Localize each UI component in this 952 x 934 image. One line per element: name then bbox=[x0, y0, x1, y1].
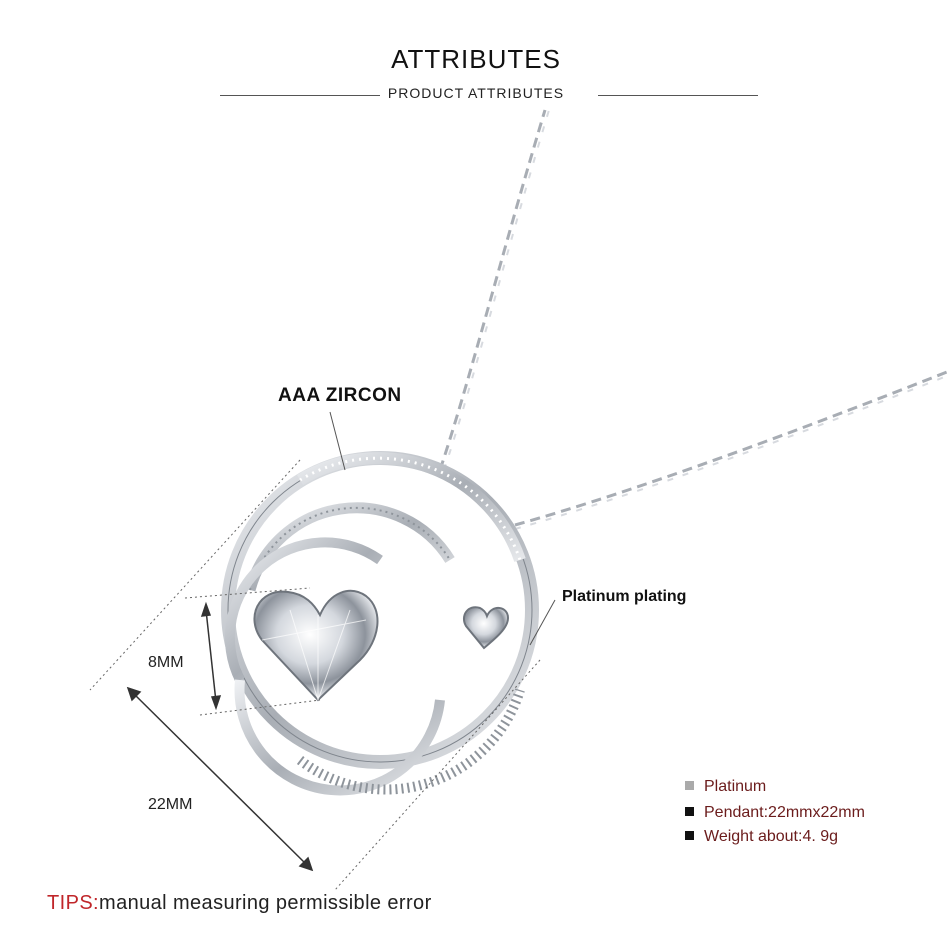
page-subtitle: PRODUCT ATTRIBUTES bbox=[387, 85, 565, 101]
pendant bbox=[221, 451, 539, 796]
plating-callout-line bbox=[529, 599, 556, 646]
bullet-square-icon bbox=[685, 781, 694, 790]
spec-item-material: Platinum bbox=[685, 778, 766, 798]
dim-8mm-arrow bbox=[200, 601, 222, 711]
spec-label: Weight about:4. 9g bbox=[704, 828, 839, 845]
tips-prefix: TIPS: bbox=[47, 892, 100, 914]
subtitle-row: PRODUCT ATTRIBUTES bbox=[0, 85, 952, 105]
chain-right bbox=[514, 368, 952, 530]
bullet-square-icon bbox=[685, 807, 694, 816]
bullet-square-icon bbox=[685, 831, 694, 840]
plating-callout-label: Platinum plating bbox=[562, 588, 687, 605]
dimension-8mm-label: 8MM bbox=[148, 654, 184, 671]
spec-item-pendant-size: Pendant:22mmx22mm bbox=[685, 804, 865, 824]
page-title: ATTRIBUTES bbox=[391, 44, 561, 74]
divider-right bbox=[598, 95, 758, 96]
dim-22mm-arrow bbox=[126, 686, 314, 872]
divider-left bbox=[220, 95, 380, 96]
tips-text: manual measuring permissible error bbox=[99, 892, 432, 914]
spec-label: Platinum bbox=[704, 778, 767, 795]
dimension-22mm-label: 22MM bbox=[148, 796, 193, 813]
spec-label: Pendant:22mmx22mm bbox=[704, 804, 865, 821]
tips-note: TIPS:manual measuring permissible error bbox=[47, 892, 432, 915]
dimension-guides bbox=[89, 459, 541, 891]
spec-item-weight: Weight about:4. 9g bbox=[685, 828, 838, 848]
zircon-callout-label: AAA ZIRCON bbox=[278, 385, 402, 406]
chain-left bbox=[438, 109, 550, 471]
zircon-callout-line bbox=[329, 411, 346, 471]
